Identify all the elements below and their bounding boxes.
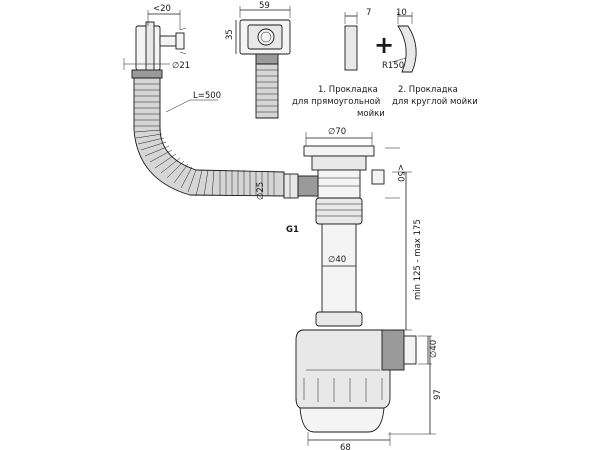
gasket1-caption-line2: для прямоугольной — [292, 97, 380, 107]
rectangular-gasket — [344, 12, 358, 71]
thread-label: G1 — [286, 225, 299, 235]
strainer-height-dimension: <50 — [395, 164, 405, 182]
bottle-trap — [295, 329, 417, 433]
hose-diameter-dimension: ∅21 — [172, 61, 190, 71]
overflow-width-dimension: 59 — [259, 1, 270, 11]
gasket1-caption-line3: мойки — [357, 109, 385, 119]
vertical-dimension-lines — [307, 171, 436, 446]
round-gasket-radius-dimension: R150 — [382, 61, 404, 71]
strainer-diameter-dimension: ∅70 — [328, 127, 346, 137]
overflow-height-dimension: 35 — [225, 29, 235, 40]
round-gasket — [391, 12, 417, 73]
plus-sign: + — [374, 31, 394, 59]
overflow-side-view — [131, 10, 187, 79]
adjust-range-dimension: min 125 - max 175 — [413, 219, 423, 300]
side-outlet-diameter-dimension: ∅40 — [429, 340, 439, 358]
outlet-diameter-dimension: ∅25 — [256, 182, 266, 200]
trap-height-dimension: 97 — [433, 389, 443, 400]
vertical-pipe — [315, 197, 363, 327]
gasket2-caption-line2: для круглой мойки — [392, 97, 478, 107]
gasket1-caption-line1: 1. Прокладка — [318, 85, 378, 95]
trap-width-dimension: 68 — [340, 443, 351, 450]
rect-gasket-thickness-dimension: 7 — [366, 8, 371, 18]
round-gasket-thickness-dimension: 10 — [396, 8, 407, 18]
overflow-offset-dimension: <20 — [153, 4, 171, 14]
overflow-front-view — [235, 6, 291, 119]
hose-length-dimension: L=500 — [193, 91, 221, 101]
strainer-assembly — [303, 132, 400, 199]
overflow-outlet — [283, 173, 319, 199]
pipe-diameter-dimension: ∅40 — [328, 255, 346, 265]
gasket2-caption-line1: 2. Прокладка — [398, 85, 458, 95]
